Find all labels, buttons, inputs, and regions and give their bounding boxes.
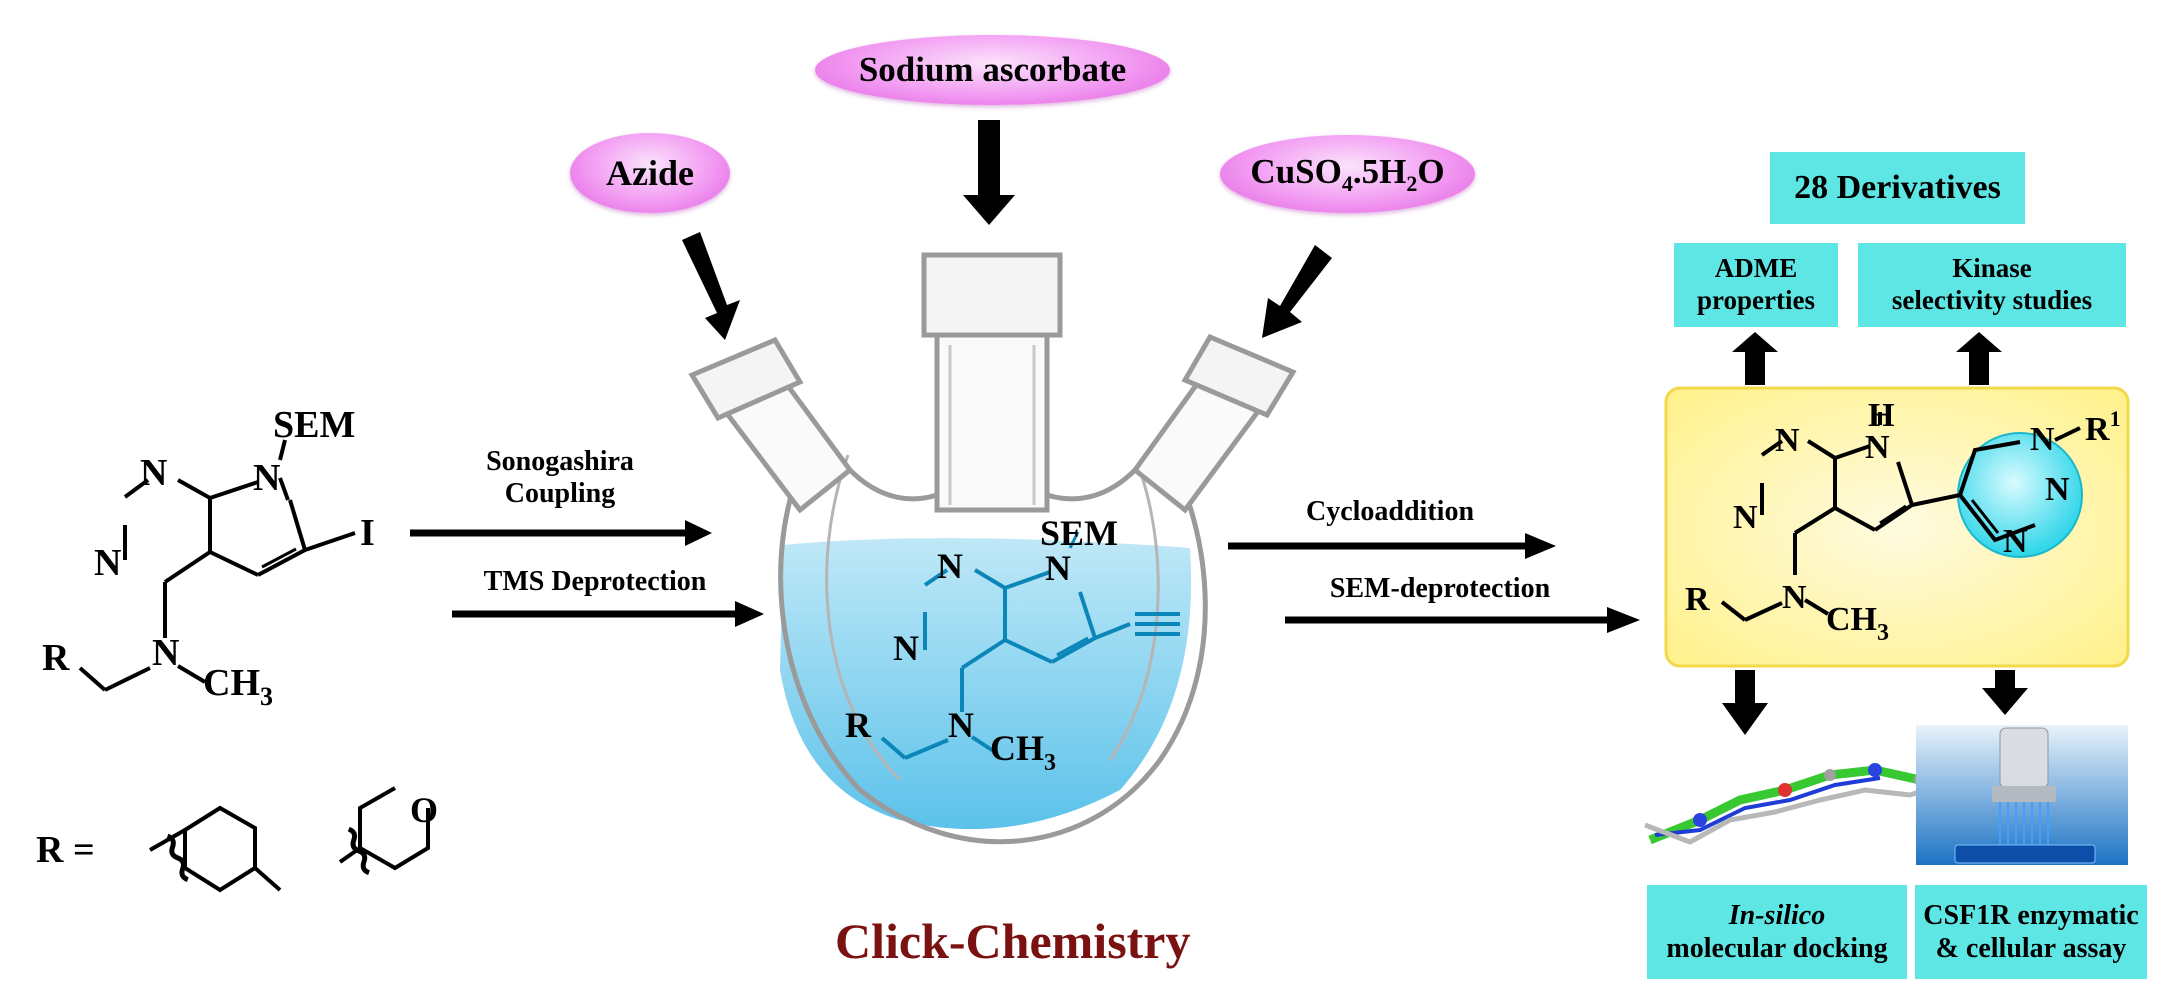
cycloaddition-label: Cycloaddition <box>1305 496 1475 527</box>
methyl-label: CH3 <box>990 728 1056 776</box>
atom-n: N <box>948 705 974 745</box>
atom-n: N <box>893 628 919 668</box>
atom-n: N <box>1733 499 1758 536</box>
atom-n: N <box>152 632 179 674</box>
outcome-arrows <box>1722 332 2028 735</box>
azide-arrow <box>682 232 740 340</box>
azide-reagent: Azide <box>570 133 730 213</box>
methyl-label: CH3 <box>1826 601 1889 646</box>
m-tolyl-substituent <box>149 805 282 893</box>
cuso4-arrow <box>1262 245 1332 338</box>
sem-deprotection-label: SEM-deprotection <box>1329 573 1551 604</box>
atom-n: N <box>1865 429 1890 466</box>
ascorbate-arrow <box>963 120 1015 225</box>
alkyne-intermediate <box>880 531 1180 760</box>
atom-iodine: I <box>360 512 375 554</box>
step-arrows <box>410 520 1640 633</box>
methyl-label: CH3 <box>203 662 273 711</box>
atom-n: N <box>1045 548 1071 588</box>
r-group-definition: R = O <box>36 786 438 893</box>
product-molecule <box>1720 412 2081 622</box>
derivatives-box: 28 Derivatives <box>1770 152 2025 224</box>
click-chemistry-title: Click-Chemistry <box>835 913 1191 969</box>
sem-label: SEM <box>1040 513 1118 553</box>
atom-o: O <box>410 790 438 830</box>
tetrahydropyranyl-substituent <box>338 786 430 876</box>
r-equals-label: R = <box>36 829 95 871</box>
atom-n: N <box>1782 579 1807 616</box>
r1-label: R1 <box>2085 406 2121 448</box>
starting-molecule <box>78 439 356 692</box>
copper-sulfate-reagent: CuSO4.5H2O <box>1220 135 1475 213</box>
tms-deprotection-label: TMS Deprotection <box>483 566 707 597</box>
reagent-arrows <box>682 120 1332 340</box>
atom-n: N <box>253 457 280 499</box>
assay-image <box>1916 725 2128 865</box>
atom-n: N <box>937 546 963 586</box>
flask-liquid <box>780 538 1192 830</box>
atom-n: N <box>94 542 121 584</box>
atom-n: N <box>2045 471 2070 508</box>
sodium-ascorbate-reagent: Sodium ascorbate <box>815 35 1170 105</box>
atom-h: H <box>1868 397 1894 434</box>
atom-n: N <box>1775 422 1800 459</box>
atom-r: R <box>1685 581 1710 618</box>
csf1r-assay-box: CSF1R enzymatic& cellular assay <box>1915 885 2147 979</box>
atom-n: N <box>2003 523 2028 560</box>
atom-r: R <box>845 705 872 745</box>
sem-label: SEM <box>273 404 355 446</box>
atom-n: N <box>2030 421 2055 458</box>
docking-image <box>1644 763 1961 845</box>
three-neck-flask <box>688 252 1297 845</box>
atom-r: R <box>42 637 70 679</box>
atom-n: N <box>140 452 167 494</box>
